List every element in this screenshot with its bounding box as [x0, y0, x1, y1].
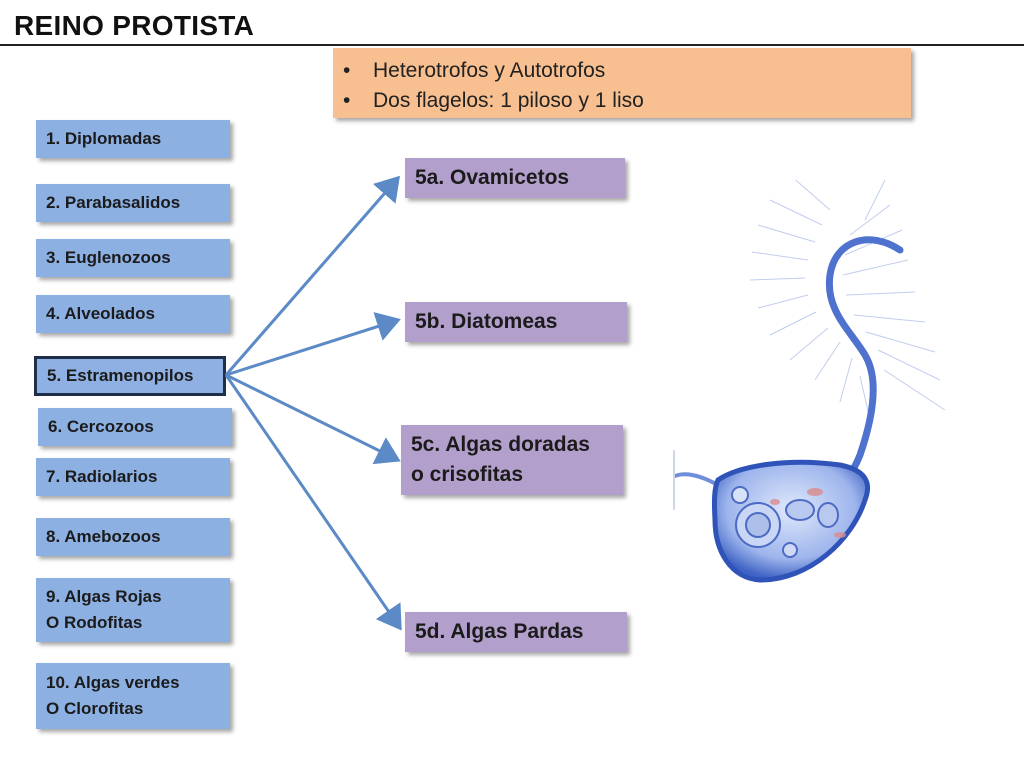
title-divider — [0, 44, 1024, 46]
group-diplomadas: 1. Diplomadas — [36, 120, 230, 158]
group-cercozoos: 6. Cercozoos — [38, 408, 232, 446]
group-algas-verdes: 10. Algas verdes O Clorofitas — [36, 663, 230, 729]
subgroup-algas-pardas: 5d. Algas Pardas — [405, 612, 627, 652]
subgroup-ovamicetos: 5a. Ovamicetos — [405, 158, 625, 198]
smooth-flagellum — [673, 472, 720, 487]
group-radiolarios: 7. Radiolarios — [36, 458, 230, 496]
subgroup-diatomeas: 5b. Diatomeas — [405, 302, 627, 342]
arrow-to-5c — [225, 373, 401, 465]
group-euglenozoos: 3. Euglenozoos — [36, 239, 230, 277]
group-parabasalidos: 2. Parabasalidos — [36, 184, 230, 222]
arrow-to-5b — [225, 312, 401, 377]
group-estramenopilos-selected: 5. Estramenopilos — [34, 356, 226, 396]
arrow-to-5d — [224, 374, 402, 631]
flagellum-hairs — [749, 180, 946, 421]
hairy-flagellum — [825, 236, 904, 489]
organelles — [731, 486, 839, 558]
group-alveolados: 4. Alveolados — [36, 295, 230, 333]
characteristics-box: Heterotrofos y Autotrofos Dos flagelos: … — [333, 48, 911, 118]
subgroup-algas-doradas: 5c. Algas doradas o crisofitas — [401, 425, 623, 495]
characteristic-item: Heterotrofos y Autotrofos — [343, 56, 911, 86]
group-algas-rojas: 9. Algas Rojas O Rodofitas — [36, 578, 230, 642]
group-amebozoos: 8. Amebozoos — [36, 518, 230, 556]
characteristic-item: Dos flagelos: 1 piloso y 1 liso — [343, 86, 911, 116]
page-title: REINO PROTISTA — [14, 10, 255, 41]
stramenopile-illustration — [673, 180, 946, 583]
cell-body — [711, 459, 871, 583]
characteristics-list: Heterotrofos y Autotrofos Dos flagelos: … — [333, 56, 911, 116]
arrow-to-5a — [224, 175, 400, 376]
